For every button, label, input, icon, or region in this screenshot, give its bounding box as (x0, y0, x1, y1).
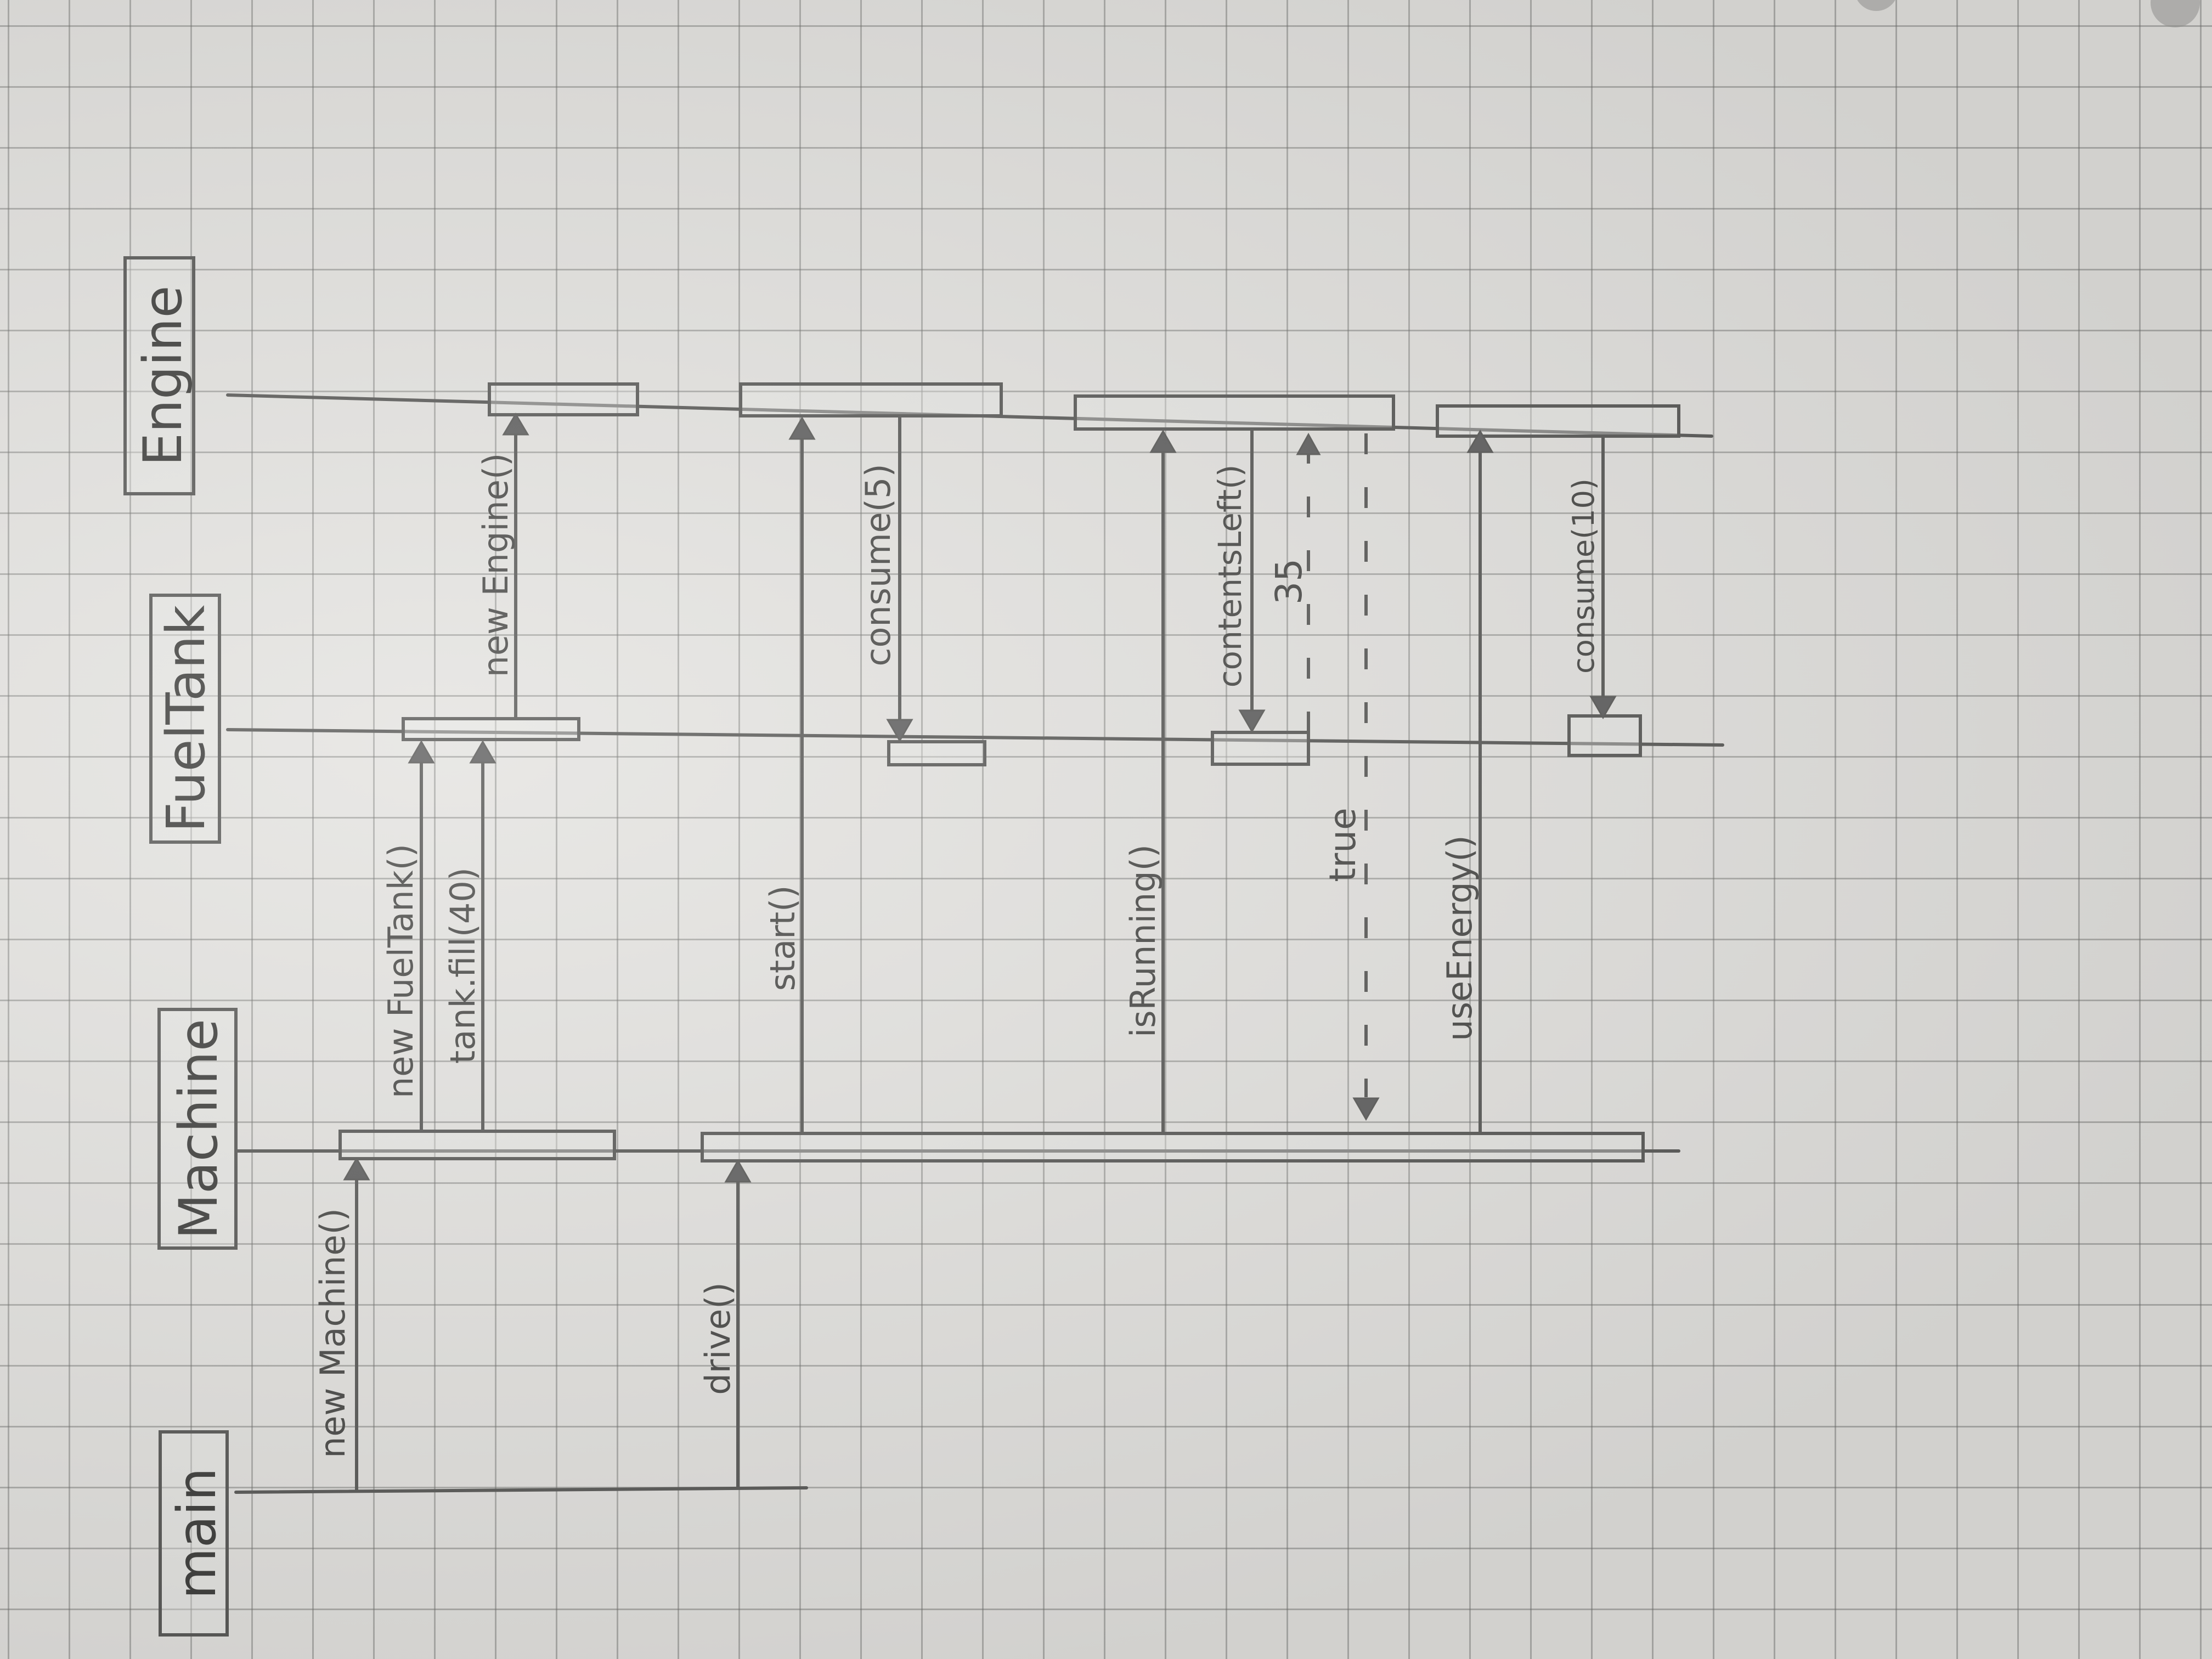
message-label: start() (763, 885, 803, 991)
message-label: tank.fill(40) (443, 867, 483, 1064)
message-label: drive() (698, 1282, 738, 1395)
message-new-fueltank: new FuelTank() (381, 740, 435, 1133)
message-label: consume(5) (858, 464, 898, 666)
message-tank-fill: tank.fill(40) (443, 740, 496, 1133)
lifeline-fueltank (226, 728, 1724, 747)
lifeline-main (234, 1486, 808, 1494)
participant-machine: Machine (157, 1008, 238, 1250)
activation-engine-1 (488, 382, 639, 416)
return-true: true (1322, 433, 1380, 1121)
activation-machine-1 (338, 1130, 616, 1160)
activation-fueltank-3 (1211, 731, 1310, 766)
participant-main: main (159, 1430, 229, 1637)
activation-fueltank-2 (887, 740, 986, 766)
message-new-machine: new Machine() (313, 1157, 370, 1493)
return-label: true (1322, 808, 1364, 882)
return-35: 35 (1268, 432, 1321, 732)
message-label: isRunning() (1123, 844, 1163, 1037)
message-start: start() (763, 416, 816, 1135)
message-label: new Machine() (313, 1208, 353, 1458)
message-label: contentsLeft() (1211, 465, 1249, 688)
participant-fueltank: FuelTank (149, 594, 221, 844)
return-label: 35 (1268, 558, 1310, 605)
activation-fueltank-1 (402, 717, 580, 741)
message-new-engine: new Engine() (476, 413, 529, 720)
activation-engine-3 (1074, 394, 1395, 431)
participant-main-label: main (166, 1468, 228, 1599)
participant-machine-label: Machine (168, 1019, 229, 1239)
message-drive: drive() (698, 1159, 752, 1489)
message-consume-10: consume(10) (1566, 435, 1617, 719)
participant-fueltank-label: FuelTank (155, 605, 217, 832)
activation-fueltank-4 (1567, 714, 1642, 757)
message-contentsleft: contentsLeft() (1211, 427, 1266, 733)
message-label: new Engine() (476, 453, 516, 678)
participant-engine-label: Engine (132, 285, 194, 466)
message-consume-5: consume(5) (858, 414, 913, 742)
message-label: useEnergy() (1440, 835, 1480, 1041)
activation-engine-4 (1436, 404, 1680, 438)
activation-engine-2 (739, 382, 1003, 417)
message-label: consume(10) (1566, 478, 1601, 674)
message-isrunning: isRunning() (1123, 430, 1177, 1135)
message-label: new FuelTank() (381, 844, 421, 1098)
activation-machine-2 (701, 1132, 1645, 1163)
message-useenergy: useEnergy() (1440, 430, 1494, 1135)
participant-engine: Engine (123, 256, 195, 495)
